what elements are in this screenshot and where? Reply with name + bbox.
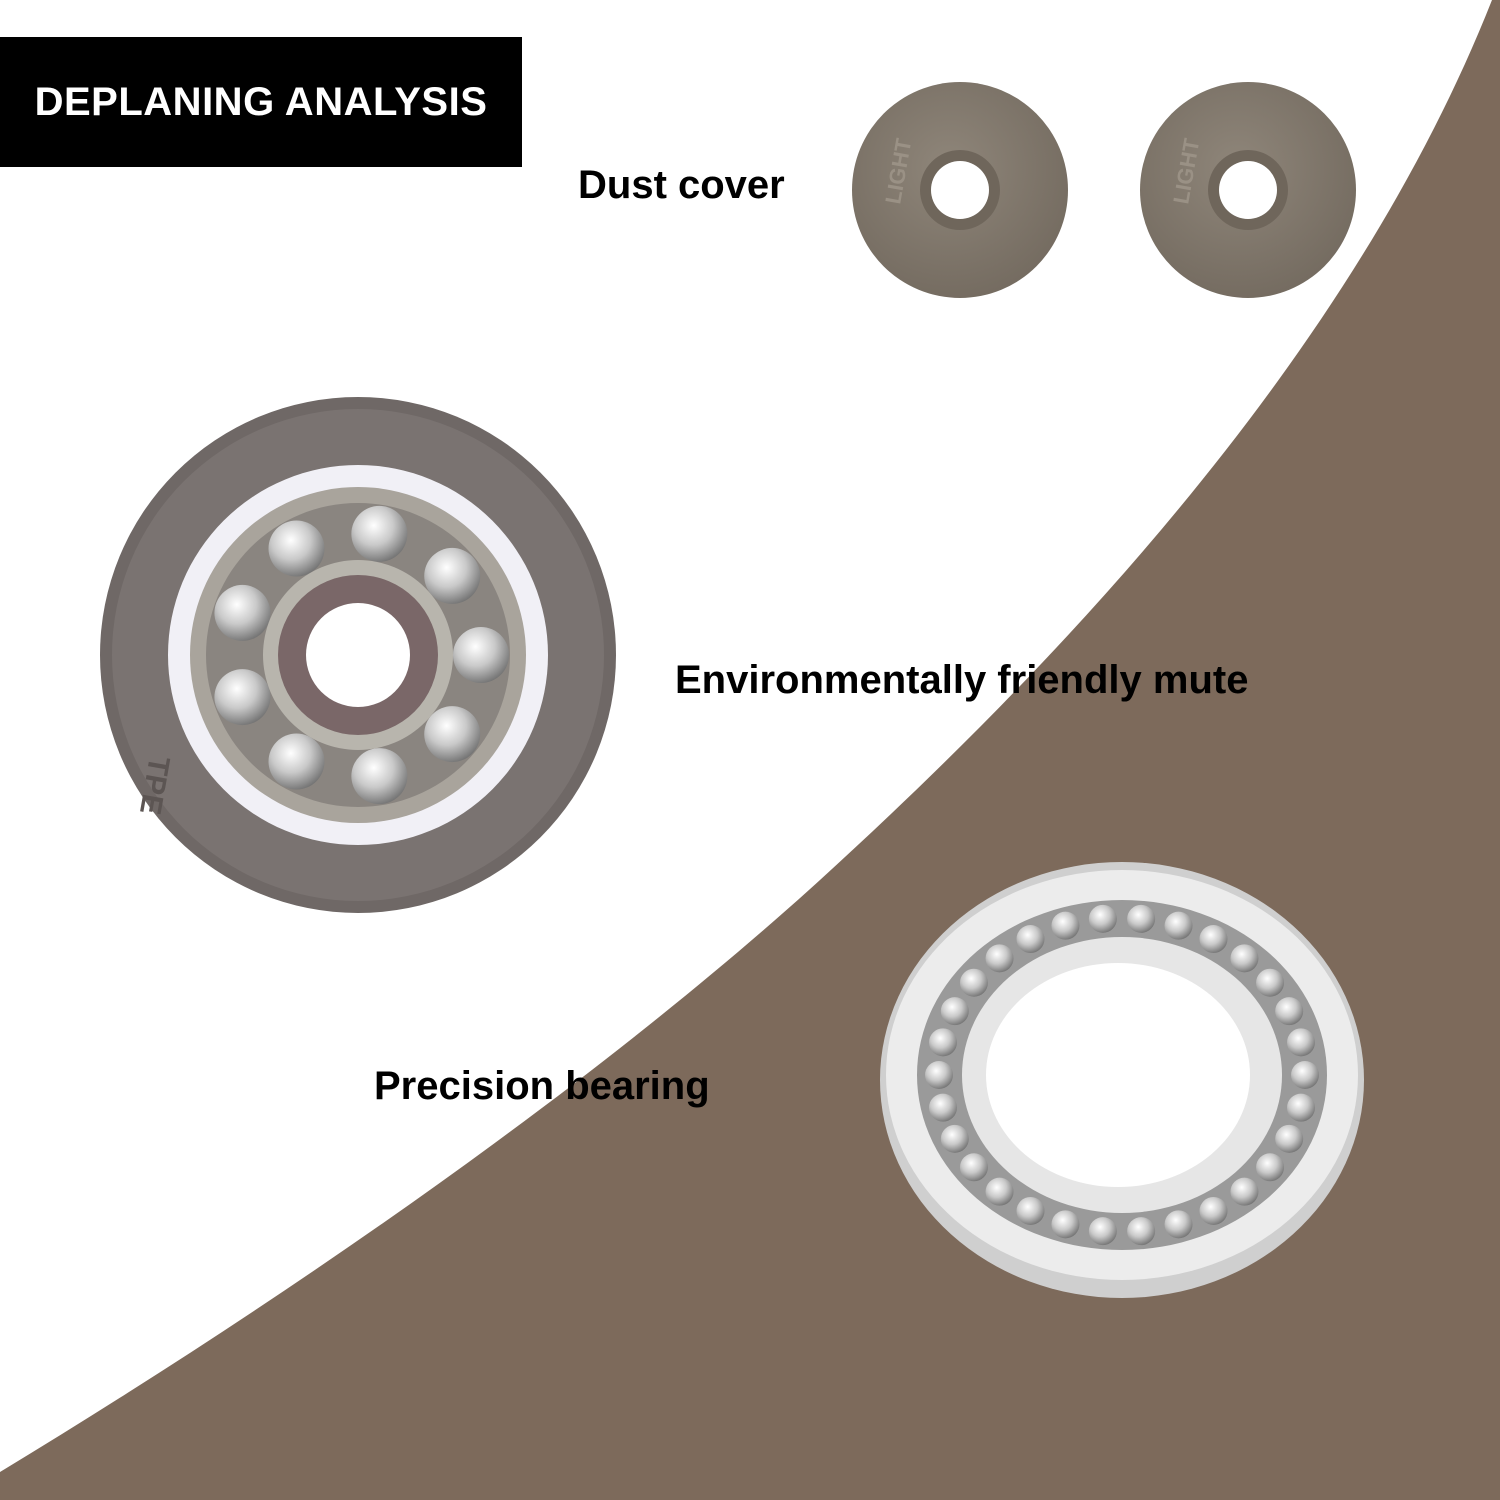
bearing-ball: [351, 748, 408, 805]
bearing-ball: [1256, 968, 1285, 997]
dust-cover-left: LIGHT: [852, 82, 1068, 298]
bearing-ball: [1275, 1124, 1304, 1153]
bearing-ball: [424, 706, 481, 763]
mute-label: Environmentally friendly mute: [675, 658, 1249, 702]
bearing-ball: [1127, 1217, 1156, 1246]
bearing-ball: [928, 1028, 957, 1057]
tpe-wheel: TPE: [100, 397, 616, 913]
bearing-ball: [1199, 1196, 1228, 1225]
bearing-ball: [1164, 1210, 1193, 1239]
bearing-ball: [1287, 1028, 1316, 1057]
bearing-ball: [985, 1177, 1014, 1206]
bearing-ball: [214, 669, 271, 726]
bearing-ball: [453, 627, 509, 683]
bearing-ball: [351, 505, 408, 562]
bearing-ball: [1230, 944, 1259, 973]
title-banner: DEPLANING ANALYSIS: [0, 37, 522, 167]
banner-title: DEPLANING ANALYSIS: [34, 79, 488, 124]
bearing-ball: [1016, 1196, 1045, 1225]
bearing-ball: [1127, 904, 1156, 933]
bearing-ball: [1051, 911, 1080, 940]
bearing-ball: [1016, 925, 1045, 954]
bearing-ball: [1164, 911, 1193, 940]
bearing-ball: [214, 584, 271, 641]
bearing-ball: [1088, 1217, 1117, 1246]
bearing-ball: [940, 997, 969, 1026]
bearing-ball: [959, 1153, 988, 1182]
bearing-ball: [1291, 1061, 1319, 1089]
bearing-ball: [1088, 904, 1117, 933]
dust-cover-label: Dust cover: [578, 163, 785, 207]
bearing-ball: [268, 520, 325, 577]
precision-bearing: [880, 862, 1364, 1298]
bearing-ball: [940, 1124, 969, 1153]
bearing-ball: [928, 1093, 957, 1122]
bearing-ball: [1230, 1177, 1259, 1206]
bearing-ball: [1275, 997, 1304, 1026]
bearing-ball: [1287, 1093, 1316, 1122]
dust-cover-right: LIGHT: [1140, 82, 1356, 298]
bearing-ball: [1051, 1210, 1080, 1239]
bearing-label: Precision bearing: [374, 1064, 710, 1108]
bearing-ball: [925, 1061, 953, 1089]
bearing-ball: [424, 547, 481, 604]
bearing-ball: [959, 968, 988, 997]
bearing-ball: [985, 944, 1014, 973]
bearing-ball: [1199, 925, 1228, 954]
bearing-ball: [268, 733, 325, 790]
bearing-ball: [1256, 1153, 1285, 1182]
